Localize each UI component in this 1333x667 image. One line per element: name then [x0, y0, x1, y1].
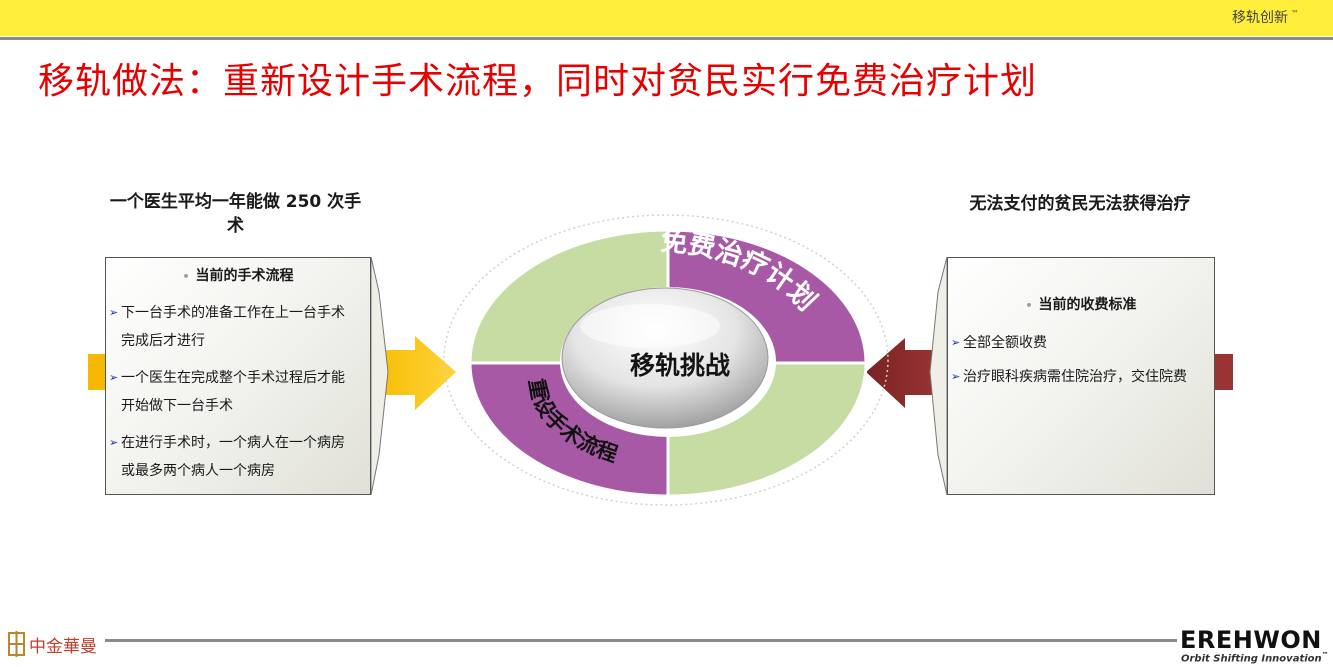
right-heading: 无法支付的贫民无法获得治疗 — [969, 194, 1191, 214]
arrow-bullet-icon: ➢ — [109, 436, 119, 449]
outer-dotted-ring — [443, 214, 889, 506]
list-item: ➢ 下一台手术的准备工作在上一台手术 完成后才进行 — [106, 299, 370, 355]
right-logo-tagline: Orbit Shifting Innovation™ — [1181, 651, 1329, 665]
arrow-bullet-icon: ➢ — [951, 370, 961, 383]
top-banner — [0, 0, 1333, 36]
hub-highlight — [580, 304, 720, 348]
list-item: ➢ 治疗眼科疾病需住院治疗，交住院费 — [948, 366, 1214, 388]
bottom-divider — [105, 639, 1177, 642]
current-fee-standard-box: 当前的收费标准 ➢ 全部全额收费 ➢ 治疗眼科疾病需住院治疗，交住院费 — [947, 257, 1215, 495]
arrow-bullet-icon: ➢ — [109, 306, 119, 319]
right-arrow — [866, 338, 1233, 408]
right-box-bevel — [929, 256, 948, 496]
list-item: ➢ 一个医生在完成整个手术过程后才能 开始做下一台手术 — [106, 364, 370, 420]
list-item: ➢ 全部全额收费 — [948, 332, 1214, 354]
page-title: 移轨做法：重新设计手术流程，同时对贫民实行免费治疗计划 — [38, 61, 1038, 102]
top-divider — [0, 37, 1333, 40]
left-arrow — [88, 336, 456, 410]
arrow-bullet-icon: ➢ — [951, 336, 961, 349]
center-label: 移轨挑战 — [629, 351, 730, 380]
left-logo: 中金華曼 — [8, 631, 97, 657]
right-box-title: 当前的收费标准 — [948, 294, 1214, 314]
left-box-bevel — [370, 256, 389, 496]
arrow-bullet-icon: ➢ — [109, 371, 119, 384]
right-logo: EREHWON — [1180, 626, 1322, 654]
left-heading: 一个医生平均一年能做 250 次手术 — [109, 192, 362, 236]
left-box-title: 当前的手术流程 — [106, 265, 370, 285]
list-item: ➢ 在进行手术时，一个病人在一个病房 或最多两个病人一个病房 — [106, 429, 370, 485]
current-surgery-process-box: 当前的手术流程 ➢ 下一台手术的准备工作在上一台手术 完成后才进行 ➢ 一个医生… — [105, 257, 371, 495]
svg-text:中金華曼: 中金華曼 — [29, 637, 97, 657]
